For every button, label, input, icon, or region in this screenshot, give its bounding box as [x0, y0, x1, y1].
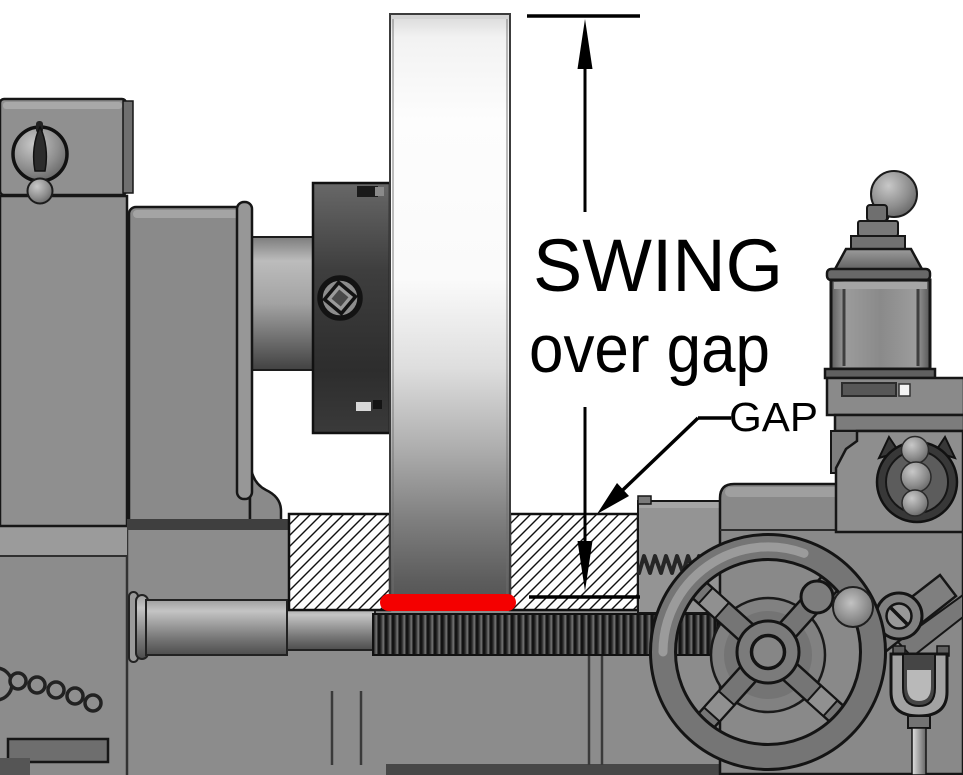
chuck-clamp-bottom — [356, 402, 371, 411]
tool-post-cone — [831, 247, 926, 273]
red-gap-floor-highlight — [380, 594, 516, 611]
spindle — [246, 236, 318, 371]
leg-corner — [0, 758, 30, 775]
arrow-down — [577, 541, 593, 591]
carriage-handwheel — [649, 533, 887, 771]
arrow-up — [577, 19, 593, 69]
toggle-lever — [32, 125, 48, 172]
gap-leader-arrow: GAP — [597, 394, 818, 514]
headstock — [0, 97, 289, 530]
hole-arc — [0, 666, 103, 713]
headstock-mid-column — [127, 205, 252, 529]
leg-foot-detail — [6, 737, 110, 764]
leg-shelf — [0, 523, 127, 555]
slot-screw — [889, 606, 909, 626]
square-drive-socket — [317, 275, 363, 321]
power-toggle-switch — [11, 121, 69, 205]
leader-arrowhead — [597, 483, 629, 514]
toggle-ball — [26, 177, 54, 205]
cross-feed-ball-handle — [875, 434, 959, 524]
clevis-rod — [911, 727, 927, 775]
headstock-base-band — [127, 519, 289, 530]
clevis-fork — [889, 645, 950, 775]
chuck-clamp-top — [357, 186, 378, 197]
faceplate-disc — [389, 13, 511, 605]
headstock-left-column — [0, 194, 129, 528]
lead-screw-shaft — [145, 599, 288, 656]
swing-label: SWING — [533, 224, 783, 307]
swing-dimension: SWING over gap — [527, 14, 783, 599]
tool-post-body — [829, 278, 932, 371]
handwheel-knob — [832, 586, 874, 628]
gib-detail — [898, 383, 911, 397]
over-gap-label: over gap — [529, 311, 770, 387]
gap-label: GAP — [729, 394, 818, 440]
base-bottom-edge — [386, 764, 866, 775]
spoke-boss — [799, 579, 835, 615]
headstock-front-edge — [235, 200, 254, 501]
gap-bed-hatched-block — [287, 512, 640, 612]
